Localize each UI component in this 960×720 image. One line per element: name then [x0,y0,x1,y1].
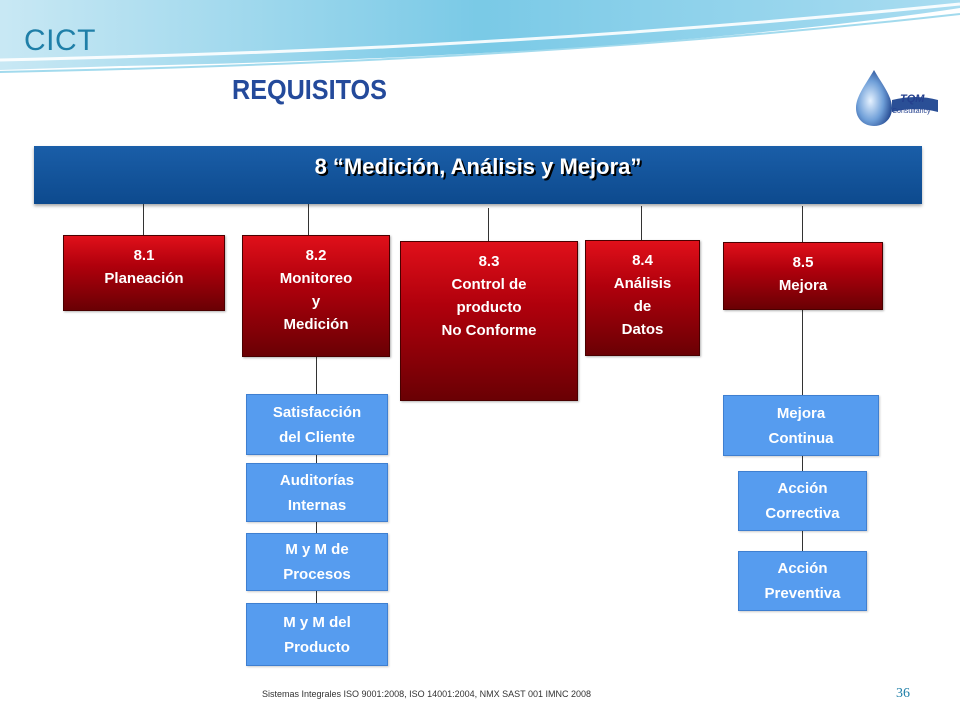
sub-item-line: Continua [768,429,834,447]
section-line: 8.4 [632,252,653,269]
sub-item-line: Correctiva [765,505,840,522]
connector-line [802,206,803,242]
section-line: Monitoreo [279,270,353,287]
section-line: 8.3 [478,253,500,270]
sub-item-line: Auditorías [279,471,355,489]
page-number: 36 [896,686,910,701]
sub-item-line: Internas [287,496,347,514]
tqm-logo-icon [856,70,938,126]
connector-line [488,208,489,242]
section-line: No Conforme [441,322,537,339]
sub-item-line: del Cliente [279,428,355,446]
connector-line [308,204,309,236]
sub-item-line: Producto [284,638,350,656]
sub-item-line: Satisfacción [272,403,362,421]
section-line: Control de [451,276,527,293]
section-line: de [633,298,652,315]
section-line: Datos [621,321,664,338]
section-line: Medición [283,316,349,333]
sub-item-accion-preventiva: Acción Preventiva [738,551,867,611]
section-8-1: 8.1 Planeación [63,235,225,311]
section-line: producto [456,299,522,316]
sub-item-line: Procesos [283,566,351,583]
section-8-3: 8.3 Control de producto No Conforme [400,241,578,401]
sub-item-line: Mejora [776,404,826,422]
logo-text: TQM [900,93,925,105]
sub-item-mejora-continua: Mejora Continua [723,395,879,456]
section-line: Mejora [778,277,828,294]
page-title: REQUISITOS [232,74,387,105]
section-line: Planeación [104,270,184,287]
section-line: 8.5 [792,254,814,271]
sub-item-line: M y M de [285,541,349,558]
section-8-4: 8.4 Análisis de Datos [585,240,700,356]
sub-item-satisfaccion-cliente: Satisfacción del Cliente [246,394,388,455]
app-name: CICT [24,24,96,57]
footer-text: Sistemas Integrales ISO 9001:2008, ISO 1… [262,689,592,699]
decorative-swoosh [0,0,960,73]
section-line: Análisis [613,275,672,292]
section-8-5: 8.5 Mejora [723,242,883,310]
connector-line [143,204,144,236]
section-header-title: 8 “Medición, Análisis y Mejora” [314,154,642,179]
sub-item-line: Acción [777,560,828,577]
sub-item-accion-correctiva: Acción Correctiva [738,471,867,531]
section-8-2: 8.2 Monitoreo y Medición [242,235,390,357]
logo-subtext: Consultancy [892,108,931,115]
sub-item-myM-producto: M y M del Producto [246,603,388,666]
section-line: y [311,293,321,310]
sub-item-line: Acción [777,480,828,497]
section-header-bar: 8 “Medición, Análisis y Mejora” [34,146,922,204]
sub-item-line: M y M del [283,613,351,631]
sub-item-myM-procesos: M y M de Procesos [246,533,388,591]
sub-item-line: Preventiva [764,585,841,602]
sub-item-auditorias-internas: Auditorías Internas [246,463,388,522]
section-line: 8.2 [305,247,327,264]
connector-line [641,206,642,240]
section-line: 8.1 [133,247,155,264]
